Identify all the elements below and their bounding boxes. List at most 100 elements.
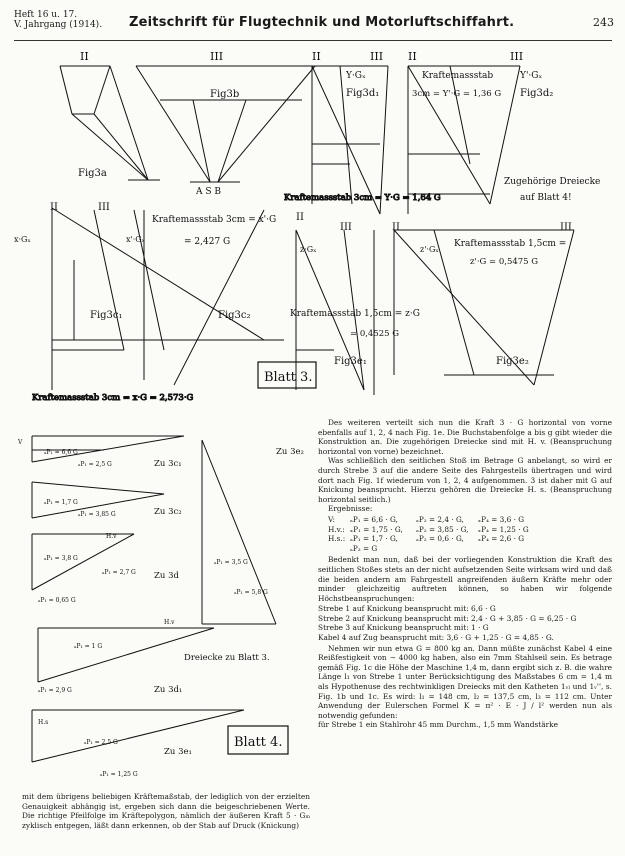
fig3d2-scale-a: Kraftemassstab [422,71,493,81]
fig3d2-roman-2: II [408,50,417,63]
max-load-list: Strebe 1 auf Knickung beansprucht mit: 6… [318,604,612,642]
ergebnisse-heading: Ergebnisse: [328,504,373,514]
fig3c2-label: Fig3c₂ [218,310,251,321]
right-text-column: Des weiteren verteilt sich nun die Kraft… [318,418,612,852]
right-paragraph-2: Was schließlich den seitlichen Stoß im B… [318,456,612,504]
val-hv-1: H.v [106,533,117,540]
val-v11: ₐP₁ = 1,25 G [100,771,138,778]
zu3d-label: Zu 3d [154,571,179,581]
fig3e2-scale: Kraftemassstab 1,5cm = [454,239,566,249]
zu3d1-label: Zu 3d₁ [154,685,182,695]
val-v5: ₐP₁ = 2,9 G [38,687,72,694]
zu3c2-label: Zu 3c₂ [154,507,182,517]
figure-row-top: II Fig3a III Fig3b A S B [50,44,620,234]
right-paragraph-4: Nehmen wir nun etwa G = 800 kg an. Dann … [318,643,612,720]
page-number: 243 [593,16,614,29]
fig3b-roman: III [210,50,223,63]
val-v10: ₐP₁ = 2,5 G [84,739,118,746]
blatt4-label: Blatt 4. [234,735,282,750]
fig3b-abs: A S B [195,187,221,197]
figure-blatt4: ₐP₁ = 6,6 G ₐP₁ = 2,5 G Zu 3c₁ ₐP₁ = 1,7… [14,414,312,786]
fig3c-roman-2a: II [50,202,58,213]
fig3d1-label: Fig3d₁ [346,88,379,99]
fig3c-scale: Kraftemassstab 3cm = x'·G [152,215,276,225]
fig3e-roman-3a: III [340,222,352,233]
fig3e1-scale-val: = 0,4525 G [350,329,399,339]
auf-blatt-4: auf Blatt 4! [520,193,572,203]
left-text-column: mit dem übrigens beliebigen Kräftemaßsta… [22,792,310,852]
val-v4: ₐP₁ = 1,7 G [44,499,78,506]
fig3b-label: Fig3b [210,89,239,100]
val-v1: ₐP₁ = 6,6 G [44,449,78,456]
triangle-zu3c2: ₐP₁ = 1,7 G ₐP₁ = 3,85 G Zu 3c₂ [31,481,182,519]
fig3e-roman-3b: III [560,222,572,233]
fig3d1-yg: Y·Gₓ [345,71,366,81]
val-v9: ₐP₁ = 1 G [74,643,102,650]
val-hv-2: H.v [164,619,175,626]
zugehoerige-dreiecke: Zugehörige Dreiecke [504,177,600,187]
blatt3-label: Blatt 3. [264,370,312,385]
fig3e-diagram: II III II III z·Gₓ z'·Gₓ Kraftemassstab … [290,212,575,395]
fig3e1-label: Fig3e₁ [334,356,367,367]
fig3e-roman-2b: II [392,222,400,233]
results-equations: V: ₐP₁ = 6,6 · G, ₐP₂ = 2,4 · G, ₓP₄ = 3… [328,515,612,553]
val-v13: ₐP₁ = 5,8 G [234,589,268,596]
fig3c-scale-val: = 2,427 G [184,237,230,247]
fig3e-zpg: z'·Gₓ [420,245,439,254]
fig3d1-scale: Kraftemassstab 3cm = Y·G = 1,64 G [284,193,441,203]
figure-row-middle: II III x·Gₓ x'·Gₓ Kraftemassstab 3cm = x… [14,200,614,410]
dreiecke-zu-blatt3: Dreiecke zu Blatt 3. [184,653,270,663]
list-item: Strebe 1 auf Knickung beansprucht mit: 6… [318,604,496,614]
fig3d1-roman-3: III [370,50,383,63]
fig3e-zg: z·Gₓ [300,245,317,254]
fig3d2-roman-3: III [510,50,523,63]
fig3e1-scale: Kraftemassstab 1,5cm = z·G [290,309,420,319]
fig3d2-label: Fig3d₂ [520,88,553,99]
fig3d2-ypg: Y'·Gₓ [519,71,542,81]
fig3e-roman-2a: II [296,212,304,223]
issue-number: Heft 16 u. 17. [14,10,78,20]
fig3c-scale-bottom: Kraftemassstab 3cm = x·G = 2,573·G [32,393,194,403]
issue-info: Heft 16 u. 17. V. Jahrgang (1914). [14,10,102,30]
right-paragraph-1: Des weiteren verteilt sich nun die Kraft… [318,418,612,456]
fig3c-xg: x·Gₓ [14,235,31,244]
fig3a-diagram: II Fig3a [59,50,160,181]
zu3e2-label: Zu 3e₂ [276,447,304,457]
blatt4-box: Blatt 4. [227,725,289,755]
val-v8: ₐP₁ = 2,7 G [102,569,136,576]
fig3c-xpg: x'·Gₓ [126,235,145,244]
val-v7: ₐP₁ = 0,65 G [38,597,76,604]
list-item: Kabel 4 auf Zug beansprucht mit: 3,6 · G… [318,633,554,643]
eq-row-hv: H.v.: ₓP₁ = 1,75 · G, ₐP₂ = 3,85 · G, ₓP… [328,524,529,534]
eq-row-v: V: ₐP₁ = 6,6 · G, ₐP₂ = 2,4 · G, ₓP₄ = 3… [328,514,525,524]
fig3a-roman: II [80,50,89,63]
fig3c-roman-3a: III [98,202,110,213]
fig3a-label: Fig3a [78,168,107,179]
blatt3-box: Blatt 3. [257,361,317,389]
val-v12: ₐP₁ = 3,5 G [214,559,248,566]
fig3d1-roman-2: II [312,50,321,63]
eq-row-hs: H.s.: ₐP₁ = 1,7 · G, ₐP₂ = 0,6 · G, ₓP₄ … [328,534,525,544]
fig3c1-label: Fig3c₁ [90,310,123,321]
val-v-label: V [17,439,23,446]
triangle-zu3e2: ₐP₁ = 3,5 G ₐP₁ = 5,8 G Zu 3e₂ [201,439,304,625]
list-item: Strebe 2 auf Knickung beansprucht mit: 2… [318,613,577,623]
triangle-zu3c1: ₐP₁ = 6,6 G ₐP₁ = 2,5 G Zu 3c₁ [31,435,185,469]
journal-title: Zeitschrift für Flugtechnik und Motorluf… [129,15,515,30]
fig3d2-diagram: II III Kraftemassstab 3cm = Y'·G = 1,36 … [407,50,600,214]
fig3e2-scale-val: z'·G = 0,5475 G [470,257,538,267]
triangle-zu3e1: H.s ₐP₁ = 2,5 G ₐP₁ = 1,25 G Zu 3e₁ [31,709,245,778]
list-item: Strebe 3 auf Knickung beansprucht mit: 1… [318,623,489,633]
triangle-zu3d1: ₐP₁ = 1 G ₐP₁ = 2,9 G H.v Zu 3d₁ Dreieck… [37,619,270,695]
fig3e2-label: Fig3e₂ [496,356,529,367]
fig3d2-scale-b: 3cm = Y'·G = 1,36 G [412,89,501,99]
zu3c1-label: Zu 3c₁ [154,459,182,469]
zu3e1-label: Zu 3e₁ [164,747,192,757]
triangle-zu3d: ₐP₁ = 3,8 G ₐP₁ = 0,65 G ₐP₁ = 2,7 G H.v… [31,533,179,604]
fig3b-diagram: III Fig3b A S B [135,50,316,197]
fig3c-diagram: II III x·Gₓ x'·Gₓ Kraftemassstab 3cm = x… [14,202,284,390]
val-v2: ₐP₁ = 2,5 G [78,461,112,468]
left-paragraph: mit dem übrigens beliebigen Kräftemaßsta… [22,792,310,830]
val-hs: H.s [38,719,48,726]
